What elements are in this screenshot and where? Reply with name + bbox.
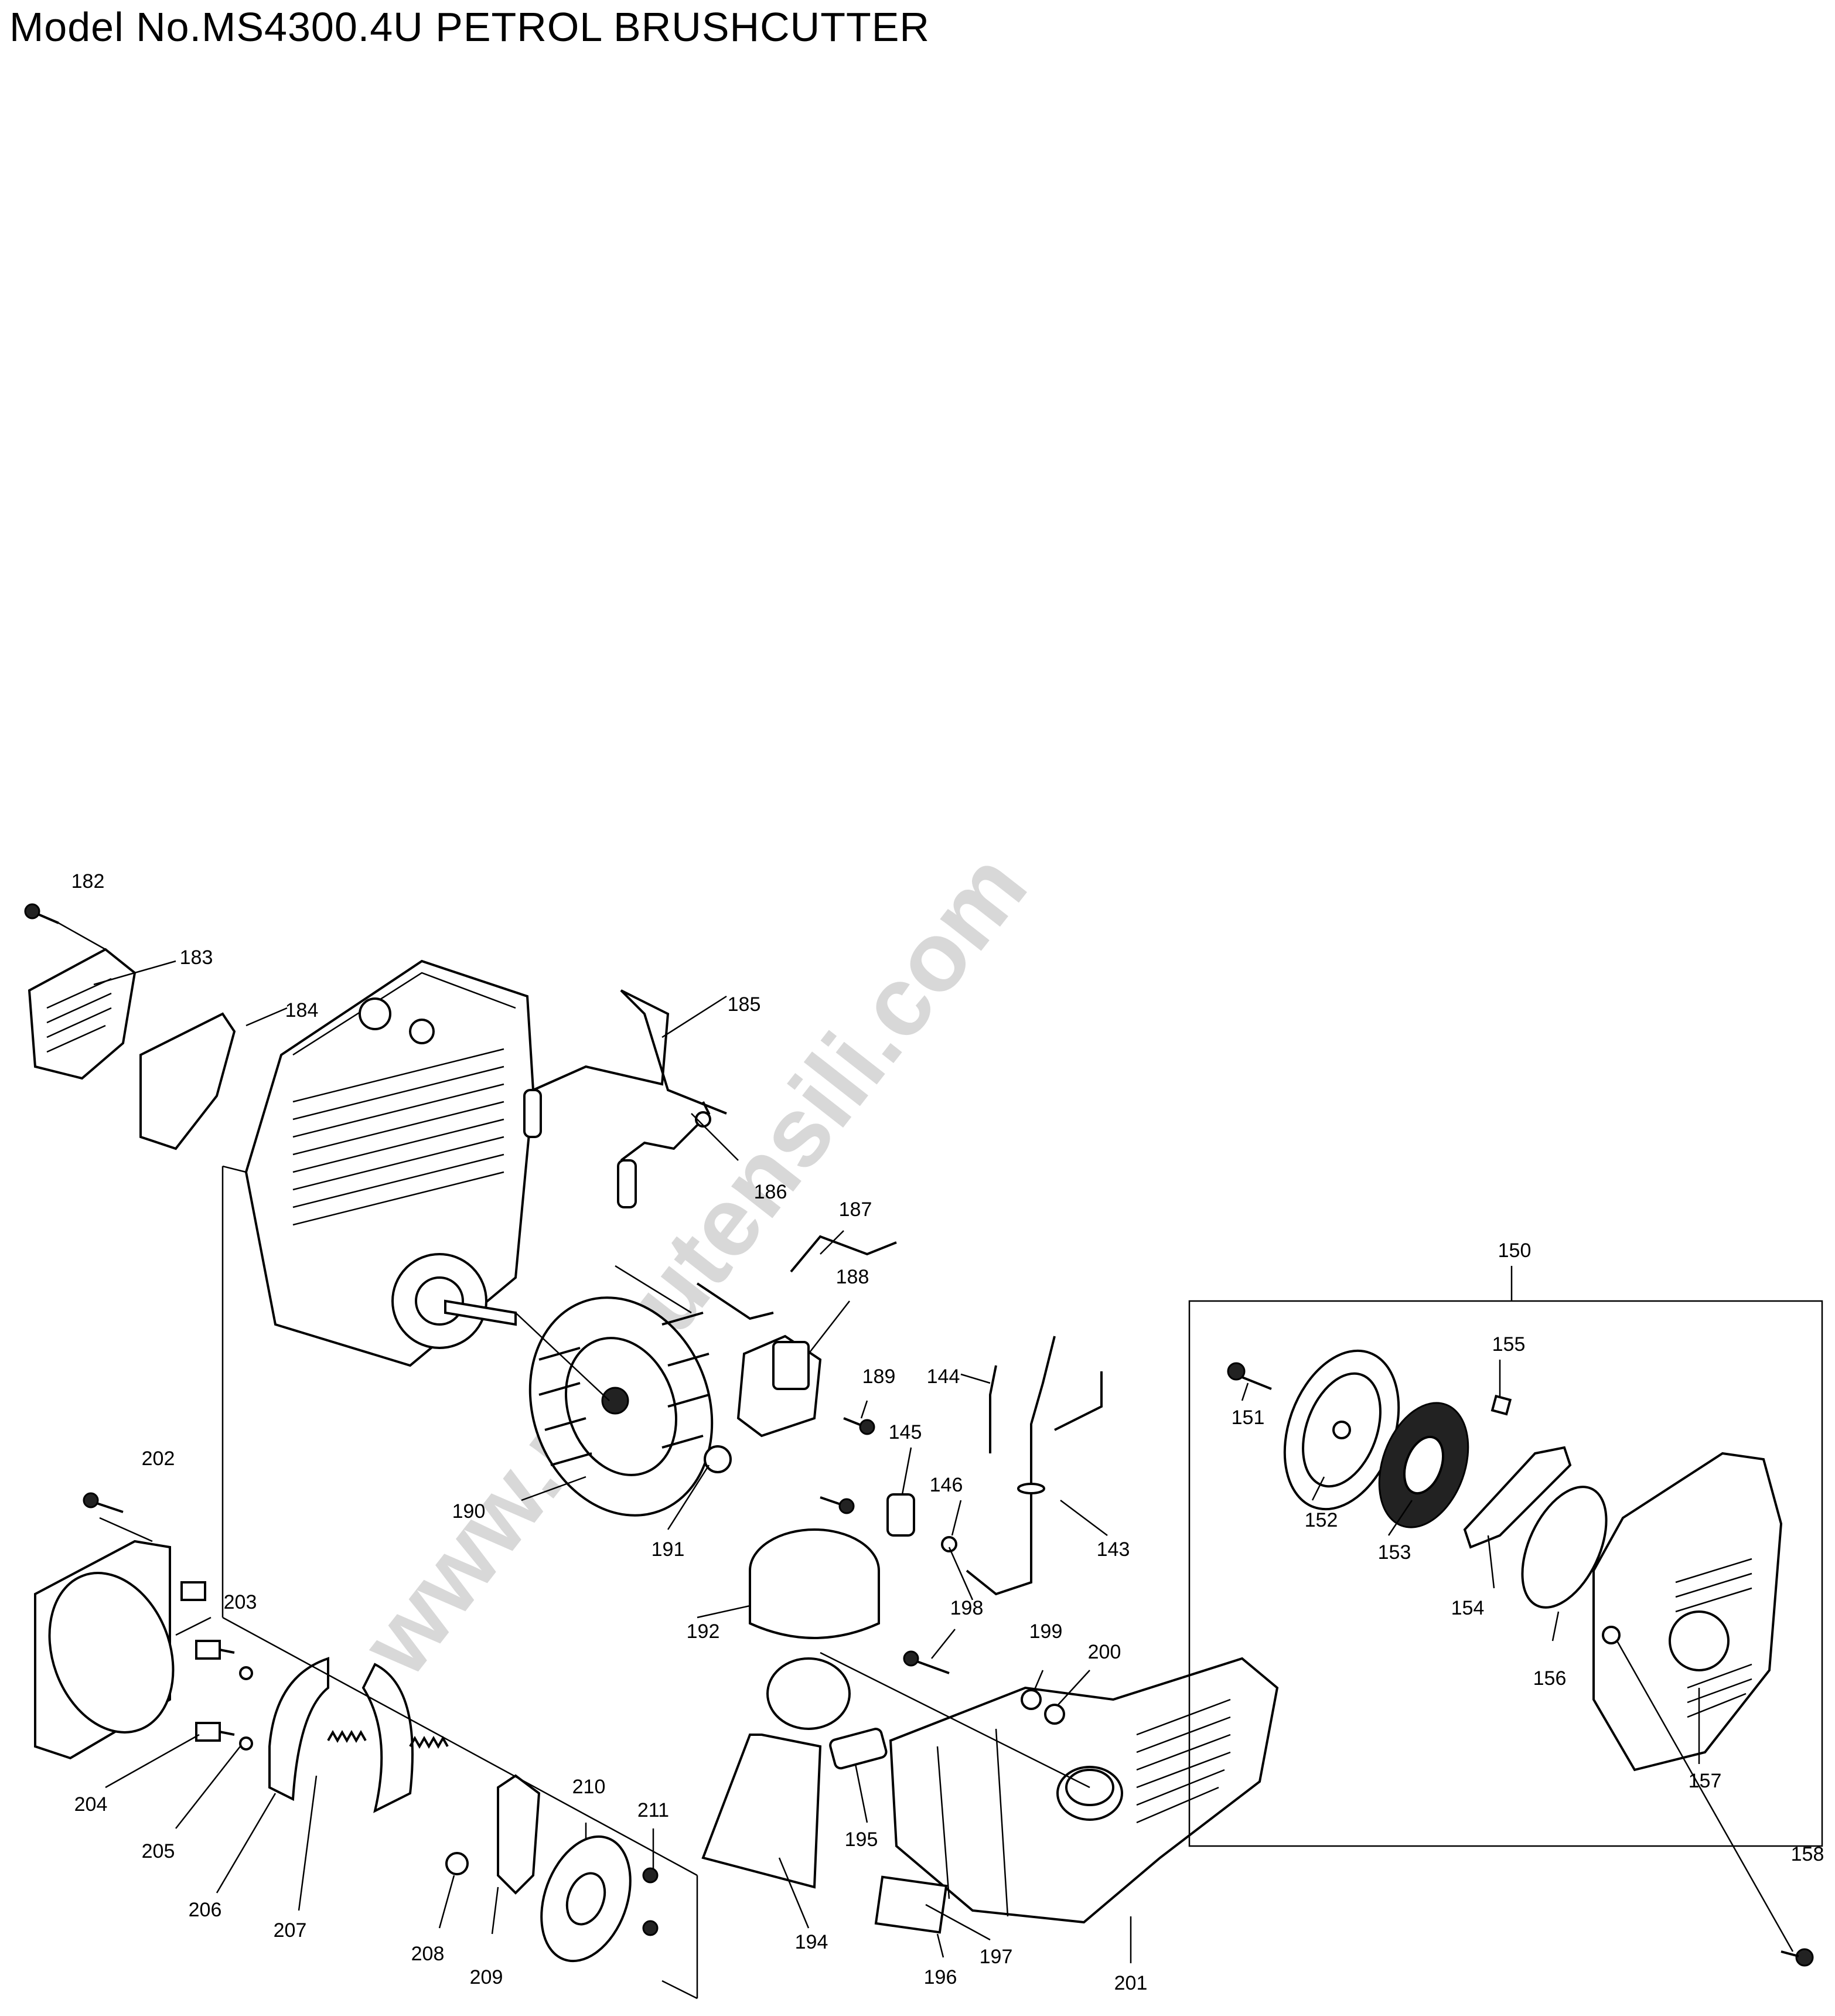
spring-207	[327, 1729, 367, 1743]
callout-183: 183	[180, 946, 213, 969]
plate-210	[540, 1835, 632, 1963]
fuel-tank-bag	[701, 1657, 851, 1889]
callout-196: 196	[924, 1966, 957, 1988]
callout-187: 187	[839, 1198, 872, 1221]
washer-208	[445, 1852, 469, 1875]
fuel-line-144	[989, 1365, 997, 1453]
callout-labels: 182 183 184 185 186 187 188 189 190 191 …	[71, 870, 1824, 1994]
callout-158: 158	[1791, 1843, 1824, 1865]
washer-199	[1021, 1689, 1042, 1710]
bolt-151	[1227, 1362, 1272, 1390]
callout-205: 205	[142, 1840, 175, 1862]
starter-leader-lines	[1241, 1360, 1794, 1952]
ignition-leads	[523, 989, 727, 1208]
callout-145: 145	[889, 1421, 922, 1443]
screw-189	[820, 1417, 875, 1514]
callout-189: 189	[862, 1365, 896, 1388]
callout-154: 154	[1451, 1597, 1485, 1619]
ignition-coil	[696, 1282, 822, 1438]
callout-150: 150	[1498, 1239, 1532, 1262]
leader-lines	[58, 922, 1132, 2000]
fuel-tank	[889, 1657, 1279, 1924]
flywheel	[528, 1296, 714, 1517]
page-title: Model No.MS4300.4U PETROL BRUSHCUTTER	[9, 4, 930, 50]
callout-207: 207	[274, 1919, 307, 1942]
fuel-cap	[749, 1528, 880, 1639]
bolt-204	[195, 1722, 253, 1751]
hose-187	[790, 1235, 897, 1273]
callout-195: 195	[845, 1828, 878, 1851]
holder-209	[497, 1774, 541, 1895]
seal-195	[829, 1728, 888, 1770]
starter-cover-157	[1592, 1452, 1783, 1772]
callout-202: 202	[142, 1448, 175, 1470]
screw-211	[642, 1867, 659, 1936]
callout-211: 211	[637, 1799, 669, 1821]
bolt-203	[195, 1640, 253, 1680]
callout-209: 209	[470, 1966, 503, 1988]
callout-201: 201	[1114, 1972, 1148, 1994]
callout-186: 186	[754, 1181, 787, 1203]
screw-202	[83, 1492, 124, 1513]
callout-156: 156	[1533, 1667, 1567, 1690]
starter-assembly-frame	[1188, 1266, 1823, 1847]
spiral-spring-153	[1378, 1402, 1469, 1528]
callout-182: 182	[71, 870, 105, 893]
screw-182	[24, 903, 59, 924]
fuel-line-143	[966, 1336, 1103, 1596]
callout-146: 146	[930, 1474, 963, 1496]
fuel-filter-145	[886, 1493, 915, 1537]
callout-152: 152	[1305, 1509, 1338, 1531]
callout-192: 192	[687, 1620, 720, 1643]
spring-207b	[409, 1735, 449, 1749]
callout-200: 200	[1088, 1641, 1121, 1663]
callout-185: 185	[728, 993, 761, 1016]
callout-206: 206	[189, 1899, 222, 1921]
callout-143: 143	[1097, 1538, 1130, 1561]
cylinder-cover	[28, 948, 137, 1080]
nut-191	[704, 1445, 732, 1473]
callout-199: 199	[1029, 1620, 1063, 1643]
callout-191: 191	[652, 1538, 685, 1561]
callout-198: 198	[950, 1597, 984, 1619]
callout-210: 210	[572, 1776, 606, 1798]
callout-157: 157	[1689, 1770, 1722, 1792]
callout-194: 194	[795, 1931, 828, 1953]
callout-197: 197	[980, 1946, 1013, 1968]
screw-198	[903, 1650, 950, 1674]
callout-208: 208	[411, 1943, 445, 1965]
screw-158	[1781, 1948, 1814, 1967]
callout-203: 203	[224, 1591, 257, 1613]
callout-184: 184	[285, 999, 319, 1021]
callout-144: 144	[927, 1365, 960, 1388]
pawl-155	[1490, 1394, 1512, 1416]
o-ring-146	[941, 1536, 957, 1552]
washer-200	[1044, 1704, 1065, 1725]
engine-cylinder	[244, 959, 535, 1367]
starter-rope-156	[1521, 1486, 1608, 1609]
callout-204: 204	[74, 1793, 108, 1816]
callout-153: 153	[1378, 1541, 1411, 1564]
callout-151: 151	[1232, 1407, 1265, 1429]
label-196	[874, 1875, 948, 1934]
starter-handle-154	[1463, 1446, 1572, 1549]
callout-155: 155	[1492, 1333, 1526, 1356]
pulley-152	[1283, 1349, 1400, 1511]
callout-188: 188	[836, 1266, 869, 1288]
clutch-housing	[34, 1540, 206, 1760]
gasket-184	[139, 1012, 236, 1150]
callout-190: 190	[452, 1500, 486, 1523]
